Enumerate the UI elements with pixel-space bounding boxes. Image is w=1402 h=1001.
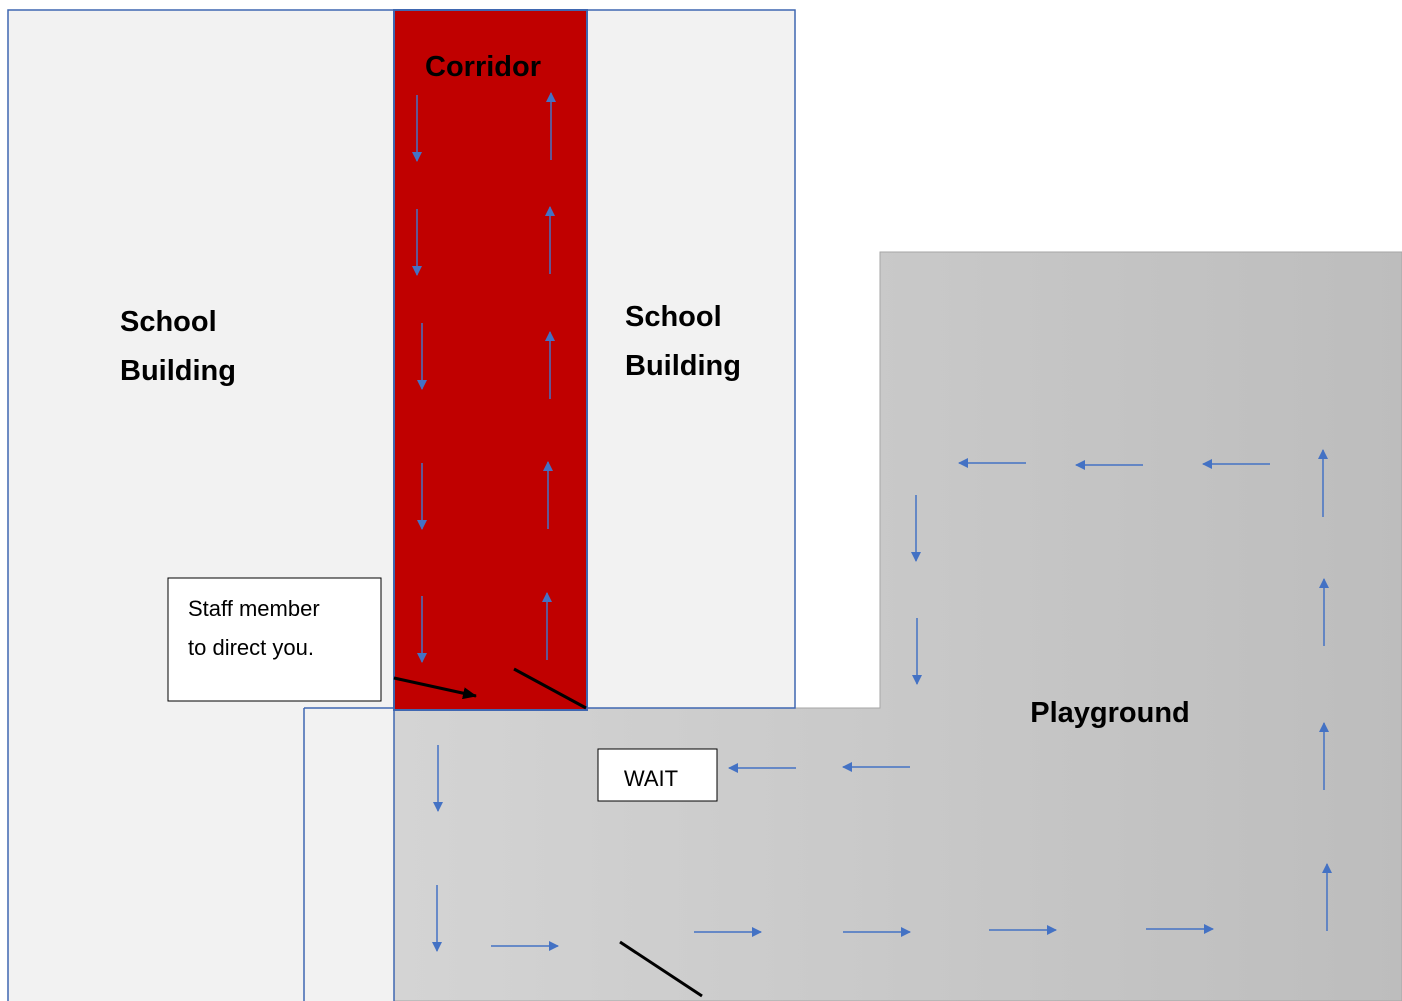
playground-arrows-right <box>491 924 1214 951</box>
building-right-label-line1: School <box>625 301 722 333</box>
school-building-right <box>586 9 796 709</box>
playground-area <box>303 251 1402 1001</box>
corridor-arrows-up <box>542 92 556 660</box>
playground-arrows-up-right <box>1318 449 1332 931</box>
playground-arrows-left-top <box>958 458 1270 470</box>
school-building-left <box>7 9 395 1001</box>
playground-arrows-down-left <box>432 745 443 952</box>
wait-label: WAIT <box>624 766 678 791</box>
building-left-label-line2: Building <box>120 355 236 387</box>
playground-label: Playground <box>1030 697 1190 729</box>
staff-member-label-line2: to direct you. <box>188 635 314 660</box>
corridor-door-line <box>513 667 587 710</box>
building-right-label-line2: Building <box>625 350 741 382</box>
playground-arrows-left-middle <box>728 762 910 773</box>
playground-door-line <box>619 940 703 998</box>
wait-box <box>597 748 718 802</box>
corridor-label: Corridor <box>425 51 541 83</box>
staff-member-label-line1: Staff member <box>188 596 320 621</box>
corridor-arrows-down <box>412 95 427 663</box>
corridor <box>393 9 588 711</box>
staff-pointer-arrow <box>393 676 477 700</box>
staff-member-box <box>167 577 382 702</box>
playground-arrows-down-inner <box>911 495 922 685</box>
building-left-label-line1: School <box>120 306 217 338</box>
